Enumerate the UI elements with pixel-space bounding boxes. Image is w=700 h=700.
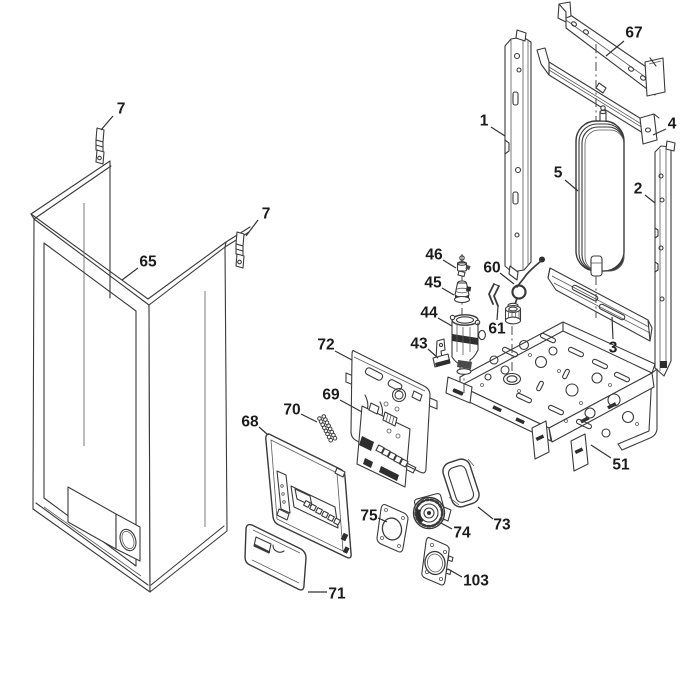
callout-leader-72-15 xyxy=(334,350,353,361)
part-73-duct-box xyxy=(442,458,480,508)
part-7-clip-left xyxy=(95,127,105,165)
callout-label-70-17: 70 xyxy=(283,402,300,419)
callout-label-7-0: 7 xyxy=(117,101,126,118)
callout-leader-51-19 xyxy=(590,444,612,459)
part-45-actuator xyxy=(453,280,472,304)
part-1-side-rail-left xyxy=(504,29,532,281)
callout-label-60-9: 60 xyxy=(483,260,500,277)
callout-leader-5-6 xyxy=(564,179,579,192)
callout-label-103-23: 103 xyxy=(463,573,489,590)
callout-label-4-5: 4 xyxy=(668,116,677,133)
callout-label-2-7: 2 xyxy=(634,181,643,198)
pin-dot xyxy=(332,435,338,441)
callout-label-67-4: 67 xyxy=(625,25,642,42)
part-3-bottom-rail xyxy=(547,267,653,342)
callout-leader-68-18 xyxy=(258,426,268,435)
part-103-plate xyxy=(421,536,454,586)
part-68-control-panel xyxy=(265,433,352,559)
callout-label-69-16: 69 xyxy=(322,387,340,404)
part-7-clip-right xyxy=(235,231,245,269)
callout-leader-75-21 xyxy=(377,517,388,523)
callout-label-68-18: 68 xyxy=(241,414,259,431)
part-75-gasket-plate xyxy=(376,503,409,553)
part-2-side-rail-right xyxy=(654,140,676,377)
part-44-pump-body xyxy=(449,314,486,375)
callout-label-45-10: 45 xyxy=(424,275,442,292)
callout-leader-67-4 xyxy=(605,40,625,57)
callout-leader-60-9 xyxy=(499,272,515,285)
part-65-case-shell xyxy=(30,160,251,593)
callout-label-43-13: 43 xyxy=(410,336,428,353)
callout-label-46-8: 46 xyxy=(425,247,443,264)
part-70-pin-header xyxy=(317,414,338,443)
part-5-expansion-vessel xyxy=(575,105,625,277)
callout-leader-65-2 xyxy=(121,267,139,281)
callout-leader-46-8 xyxy=(442,259,457,269)
callout-leader-2-7 xyxy=(644,194,656,204)
callout-leader-7-0 xyxy=(100,115,114,131)
callout-leader-61-12 xyxy=(496,305,499,321)
callout-label-51-19: 51 xyxy=(612,457,630,474)
callout-label-72-15: 72 xyxy=(317,337,334,354)
callout-label-61-12: 61 xyxy=(488,321,506,338)
callout-label-65-2: 65 xyxy=(139,254,157,271)
callout-label-75-21: 75 xyxy=(360,508,378,525)
callout-label-71-24: 71 xyxy=(328,586,346,603)
callout-leader-1-3 xyxy=(490,126,506,137)
part-43-bracket xyxy=(432,338,451,368)
part-74-fan-motor xyxy=(412,492,452,530)
callout-leader-103-23 xyxy=(447,568,463,578)
callout-leader-69-16 xyxy=(339,399,363,413)
callout-leader-70-17 xyxy=(300,413,318,423)
callout-label-5-6: 5 xyxy=(554,165,563,182)
part-61-clip xyxy=(488,283,500,307)
callout-label-44-11: 44 xyxy=(420,305,438,322)
part-60-sensor-wire xyxy=(504,256,545,325)
callout-leader-7-1 xyxy=(245,219,259,237)
callout-leader-45-10 xyxy=(441,287,455,296)
pin-dot xyxy=(328,437,334,443)
callout-label-1-3: 1 xyxy=(480,113,489,130)
part-4-top-rail xyxy=(536,47,660,145)
callout-label-73-20: 73 xyxy=(493,517,511,534)
callout-leader-43-13 xyxy=(427,348,439,359)
callout-leader-3-14 xyxy=(611,316,614,340)
callout-label-3-14: 3 xyxy=(609,340,618,357)
callout-leader-73-20 xyxy=(477,506,494,520)
part-51-chassis-tray xyxy=(445,321,658,472)
callout-label-74-22: 74 xyxy=(453,525,471,542)
callout-label-7-1: 7 xyxy=(262,206,271,223)
callout-leader-4-5 xyxy=(652,128,667,136)
callout-leader-74-22 xyxy=(440,522,453,530)
part-71-flap-door xyxy=(244,523,307,591)
callout-leader-44-11 xyxy=(437,317,453,327)
part-69-pcb xyxy=(356,402,411,488)
part-46-sensor xyxy=(456,255,471,278)
